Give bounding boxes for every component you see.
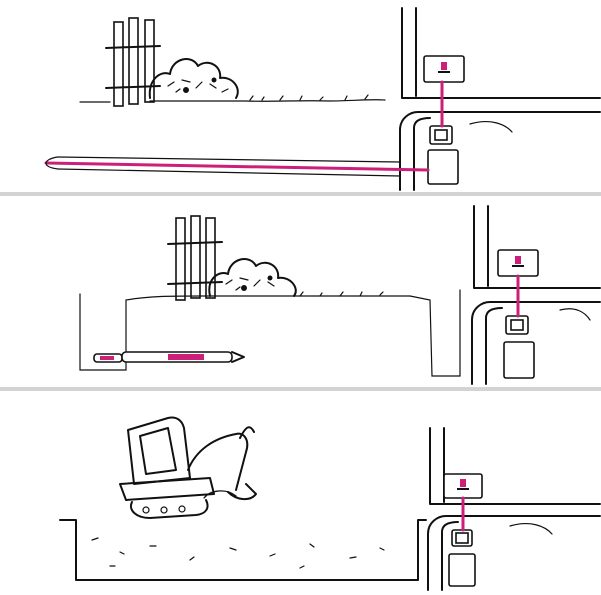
bush-icon (209, 259, 295, 296)
floor-box-icon (428, 150, 458, 184)
panel-1 (46, 8, 600, 190)
excavator-icon (120, 417, 256, 518)
bush-icon (150, 59, 238, 98)
panel-divider (0, 192, 601, 196)
fence-icon (106, 18, 160, 106)
panel-divider (0, 387, 601, 391)
meter-box-icon (424, 56, 464, 82)
junction-box-icon (452, 530, 472, 546)
floor-box-icon (504, 342, 534, 378)
ground-line (80, 100, 385, 102)
receiving-pit (410, 290, 460, 376)
drill-head-icon (94, 352, 244, 362)
panel-3 (60, 417, 600, 590)
floor-box-icon (449, 554, 475, 586)
meter-box-icon (444, 474, 482, 498)
building-wall (472, 206, 600, 384)
junction-box-icon (430, 126, 452, 144)
meter-box-icon (498, 250, 538, 276)
trench (60, 520, 426, 580)
pipe-route (46, 82, 442, 176)
fence-icon (168, 216, 222, 300)
panel-2 (80, 206, 600, 384)
junction-box-icon (506, 316, 528, 334)
